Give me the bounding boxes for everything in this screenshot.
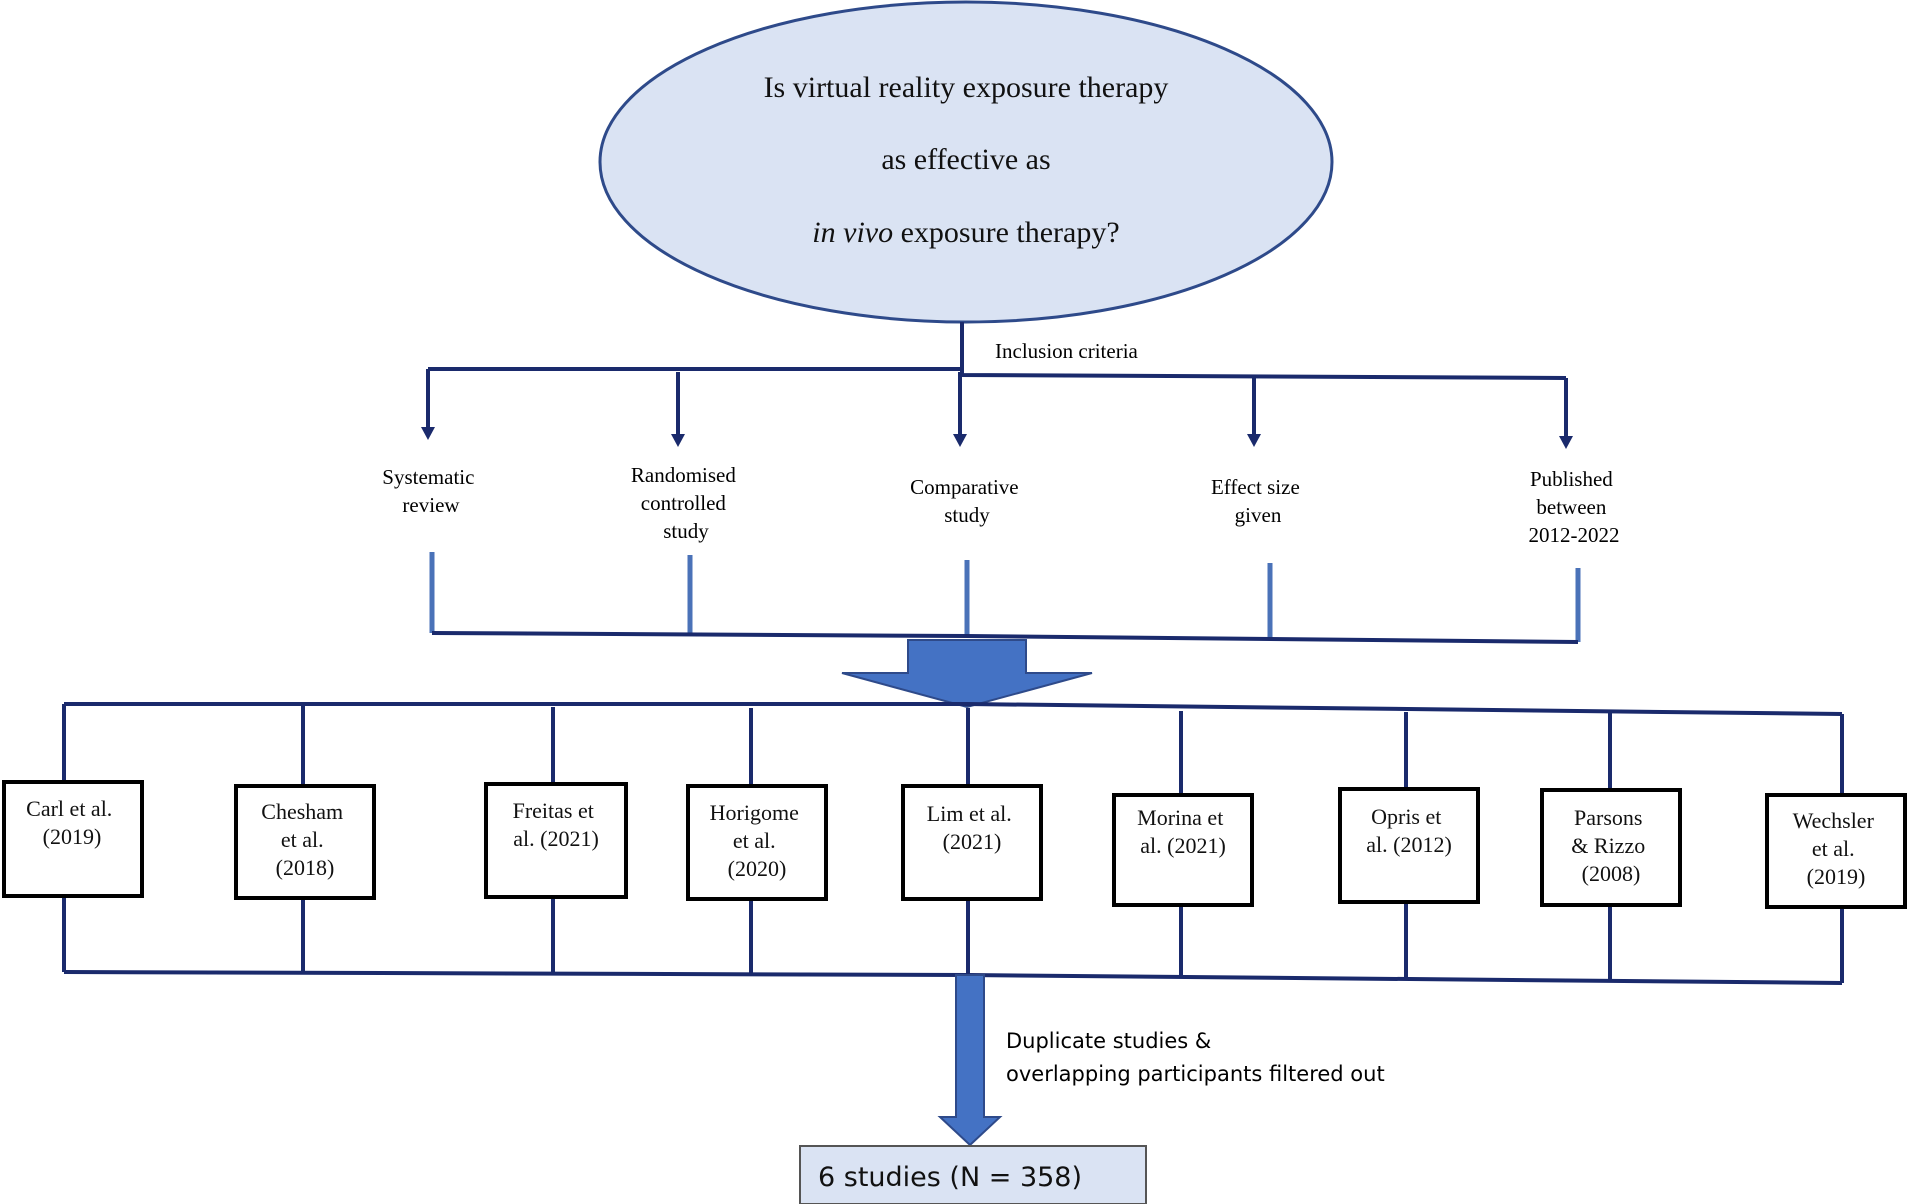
criteria-5-line-2: between <box>1536 495 1606 519</box>
studies-top-line <box>64 702 1843 716</box>
criteria-4-line-2: given <box>1235 503 1282 527</box>
study-box-morina: Morina et al. (2021) <box>1112 793 1254 907</box>
criteria-2-line-1: Randomised <box>631 463 736 487</box>
study-label: Opris et al. (2012) <box>1366 804 1452 857</box>
study-label: Freitas et al. (2021) <box>513 798 600 851</box>
study-1-line-1: Carl et al. <box>26 796 112 821</box>
criteria-label-5: Published between 2012-2022 <box>1529 467 1620 547</box>
result-label: 6 studies (N = 358) <box>818 1162 1082 1193</box>
study-label: Carl et al. (2019) <box>26 796 118 849</box>
study-box-frame <box>2 780 144 898</box>
criteria-3-line-2: study <box>944 503 990 527</box>
study-label: Wechsler et al. (2019) <box>1793 808 1880 889</box>
study-box-parsons: Parsons & Rizzo (2008) <box>1540 788 1682 907</box>
study-2-line-1: Chesham <box>261 799 343 824</box>
criteria-label-1: Systematic review <box>382 465 479 517</box>
study-boxes: Carl et al. (2019) Chesham et al. (2018)… <box>2 780 1907 909</box>
criteria-arrows <box>421 369 1573 449</box>
study-9-line-2: et al. <box>1812 836 1855 861</box>
study-label: Horigome et al. (2020) <box>710 800 805 881</box>
study-6-line-1: Morina et <box>1137 805 1223 830</box>
criteria-bottom-bracket <box>429 552 1581 644</box>
study-box-frame <box>1765 793 1907 909</box>
study-7-line-1: Opris et <box>1371 804 1441 829</box>
study-box-frame <box>484 782 628 899</box>
study-3-line-1: Freitas et <box>513 798 594 823</box>
study-box-wechsler: Wechsler et al. (2019) <box>1765 793 1907 909</box>
criteria-1-line-2: review <box>402 493 460 517</box>
criteria-arrowhead-4 <box>1247 434 1261 447</box>
study-2-line-3: (2018) <box>276 855 335 880</box>
study-box-horigome: Horigome et al. (2020) <box>686 784 828 901</box>
study-7-line-2: al. (2012) <box>1366 832 1452 857</box>
research-question: Is virtual reality exposure therapy as e… <box>598 0 1334 324</box>
result-box-frame <box>799 1145 1147 1204</box>
criteria-bottom-line <box>431 631 1579 644</box>
study-box-opris: Opris et al. (2012) <box>1338 787 1480 904</box>
study-box-freitas: Freitas et al. (2021) <box>484 782 628 899</box>
study-box-frame <box>686 784 828 901</box>
study-box-chesham: Chesham et al. (2018) <box>234 784 376 900</box>
study-box-frame <box>234 784 376 900</box>
criteria-label-3: Comparative study <box>910 475 1024 527</box>
study-box-frame <box>1112 793 1254 907</box>
criteria-1-line-1: Systematic <box>382 465 474 489</box>
filter-note-line-2: overlapping participants filtered out <box>1006 1062 1385 1086</box>
criteria-arrowhead-5 <box>1559 436 1573 449</box>
study-9-line-3: (2019) <box>1807 864 1866 889</box>
criteria-arrowhead-3 <box>953 434 967 447</box>
criteria-2-line-2: controlled <box>641 491 727 515</box>
study-5-line-1: Lim et al. <box>927 801 1012 826</box>
criteria-label-2: Randomised controlled study <box>631 463 741 543</box>
study-label: Chesham et al. (2018) <box>261 799 348 880</box>
study-5-line-2: (2021) <box>943 829 1002 854</box>
study-4-line-1: Horigome <box>710 800 799 825</box>
question-line-1: Is virtual reality exposure therapy <box>764 71 1169 104</box>
inclusion-criteria-label: Inclusion criteria <box>995 339 1139 363</box>
study-2-line-2: et al. <box>281 827 324 852</box>
question-line-3: in vivo exposure therapy? <box>812 216 1119 249</box>
study-box-lim: Lim et al. (2021) <box>901 784 1043 901</box>
study-8-line-2: & Rizzo <box>1571 833 1645 858</box>
question-line-2: as effective as <box>881 143 1050 176</box>
study-label: Morina et al. (2021) <box>1137 805 1229 858</box>
study-box-frame <box>901 784 1043 901</box>
criteria-4-line-1: Effect size <box>1211 475 1300 499</box>
criteria-2-line-3: study <box>663 519 709 543</box>
study-4-line-3: (2020) <box>728 856 787 881</box>
study-8-line-3: (2008) <box>1582 861 1641 886</box>
result-box: 6 studies (N = 358) <box>799 1145 1147 1204</box>
study-6-line-2: al. (2021) <box>1140 833 1226 858</box>
question-line-3-rest: exposure therapy? <box>893 216 1120 249</box>
study-4-line-2: et al. <box>733 828 776 853</box>
study-3-line-2: al. (2021) <box>513 826 599 851</box>
study-box-carl: Carl et al. (2019) <box>2 780 144 898</box>
criteria-5-line-3: 2012-2022 <box>1529 523 1620 547</box>
question-ellipse <box>598 0 1334 324</box>
study-label: Parsons & Rizzo (2008) <box>1571 805 1650 886</box>
study-box-frame <box>1540 788 1682 907</box>
criteria-arrowhead-2 <box>671 434 685 447</box>
studies-bottom-line <box>63 970 1843 985</box>
criteria-label-4: Effect size given <box>1211 475 1305 527</box>
criteria-3-line-1: Comparative <box>910 475 1018 499</box>
study-9-line-1: Wechsler <box>1793 808 1875 833</box>
study-1-line-2: (2019) <box>43 824 102 849</box>
filter-note: Duplicate studies & overlapping particip… <box>1006 1029 1385 1086</box>
study-box-frame <box>1338 787 1480 904</box>
study-8-line-1: Parsons <box>1574 805 1642 830</box>
criteria-5-line-1: Published <box>1530 467 1613 491</box>
criteria-labels: Systematic review Randomised controlled … <box>382 463 1619 547</box>
filter-arrow <box>937 974 1003 1147</box>
criteria-arrowhead-1 <box>421 427 435 440</box>
filter-note-line-1: Duplicate studies & <box>1006 1029 1211 1053</box>
study-label: Lim et al. (2021) <box>927 801 1017 854</box>
merge-arrow <box>841 639 1093 709</box>
question-italic: in vivo <box>812 216 893 249</box>
criteria-top-bracket <box>428 367 1567 380</box>
